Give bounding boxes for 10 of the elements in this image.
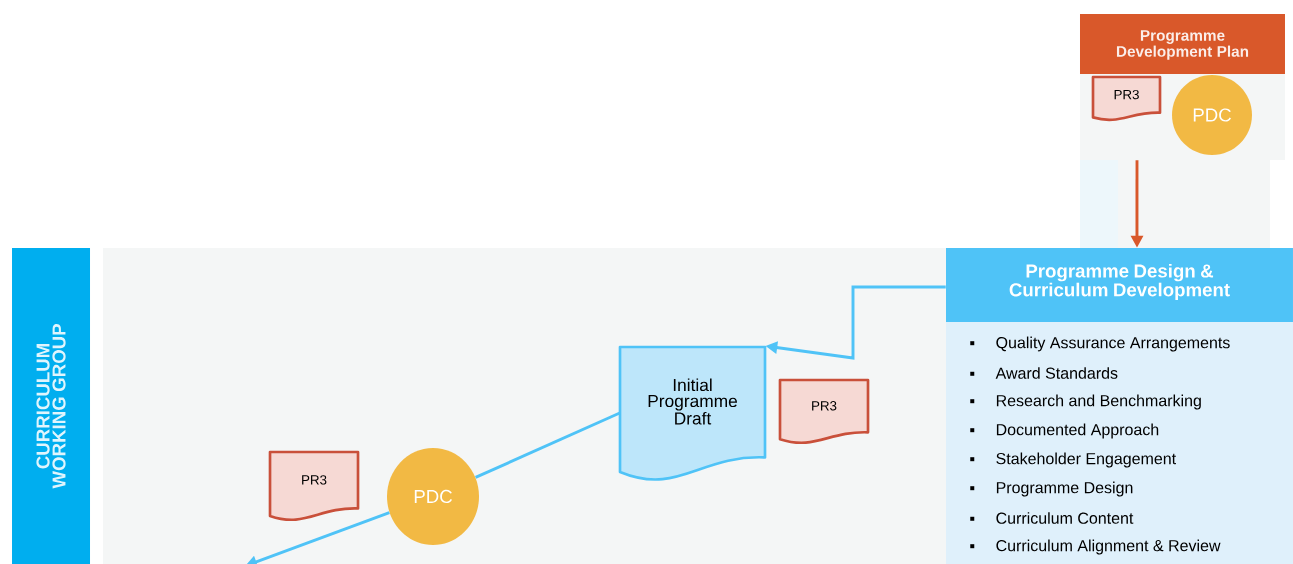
bullet-item: Quality Assurance Arrangements: [970, 336, 1230, 352]
lane-label: CURRICULUM WORKING GROUP: [12, 248, 90, 564]
bullet-item: Research and Benchmarking: [970, 394, 1201, 410]
bullet-item: Programme Design: [970, 481, 1133, 497]
bullet-item: Award Standards: [970, 367, 1118, 379]
bullet-item: Curriculum Alignment & Review: [970, 539, 1221, 555]
bullet-item: Stakeholder Engagement: [970, 452, 1176, 468]
bullet-item: Curriculum Content: [970, 512, 1134, 524]
bullet-item: Documented Approach: [970, 423, 1159, 439]
header-bar: Programme Development Plan: [1080, 14, 1285, 74]
